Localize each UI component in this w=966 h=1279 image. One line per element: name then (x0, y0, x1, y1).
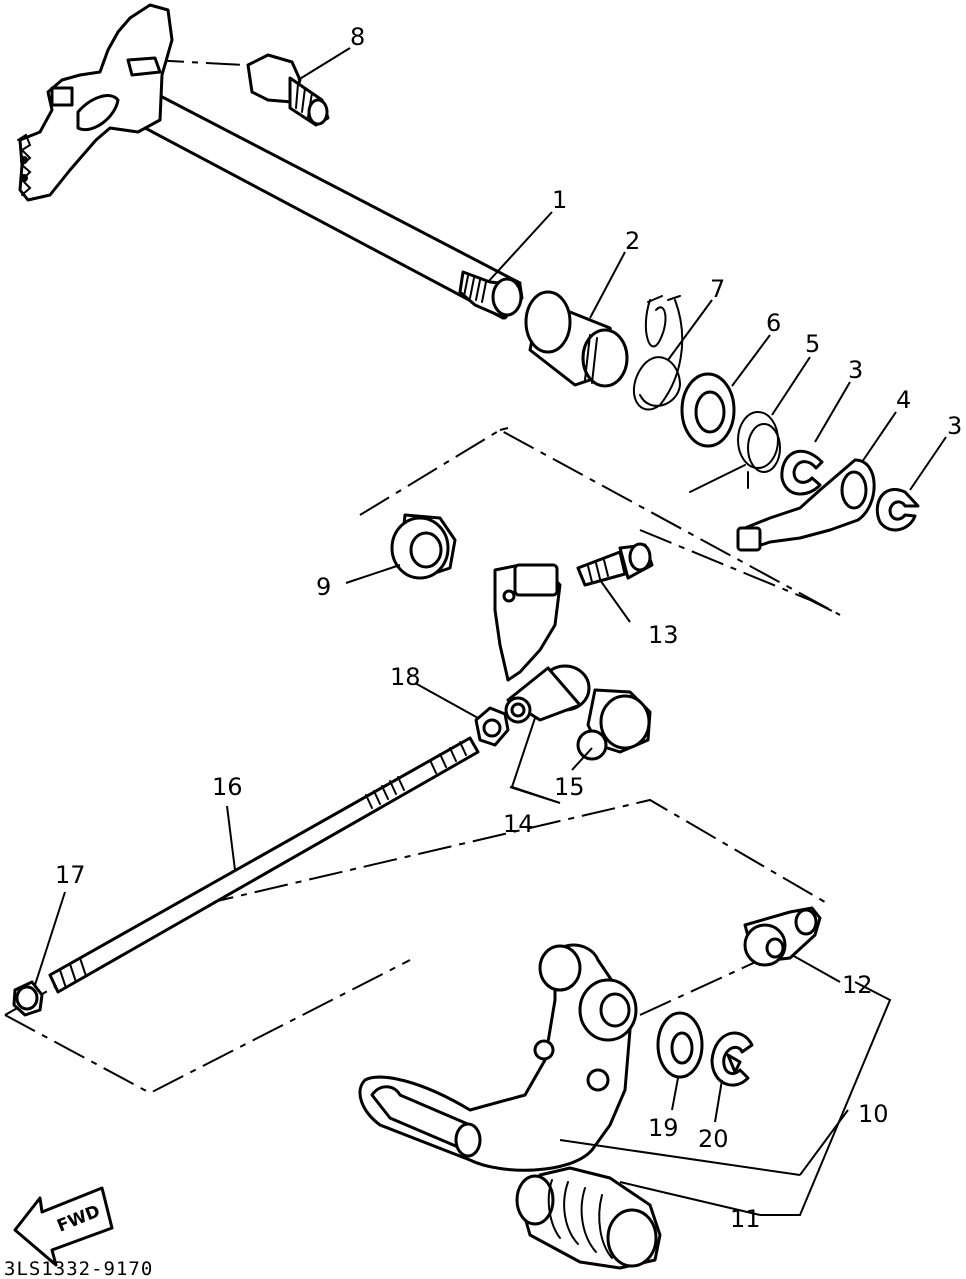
shift-rod (48, 736, 480, 994)
torsion-spring (632, 295, 684, 411)
shift-shaft (17, 3, 524, 320)
callout-3a: 3 (848, 356, 863, 384)
shift-pedal (358, 943, 638, 1172)
stopper-bolt (246, 53, 330, 127)
shift-arm (736, 458, 876, 552)
circlip-3a (780, 449, 824, 496)
washer-6 (680, 372, 736, 448)
washer-19 (656, 1011, 704, 1079)
callout-13: 13 (648, 621, 679, 649)
callout-12: 12 (842, 971, 873, 999)
forward-arrow-icon: FWD (13, 1186, 114, 1267)
callout-5: 5 (805, 330, 820, 358)
callout-17: 17 (55, 861, 86, 889)
callout-11: 11 (730, 1205, 761, 1233)
group-outline-pedal-link (639, 959, 761, 1016)
callout-15: 15 (554, 773, 585, 801)
callout-18: 18 (390, 663, 421, 691)
pivot-bolt (743, 906, 822, 967)
nut-17 (12, 980, 44, 1017)
callout-14: 14 (503, 810, 534, 838)
callout-16: 16 (212, 773, 243, 801)
circlip-20 (710, 1031, 754, 1087)
circlip-3b (875, 488, 920, 532)
callout-10: 10 (858, 1100, 889, 1128)
clamp-bolt (576, 542, 654, 587)
group-outline-arm-lower (639, 529, 811, 601)
callout-6: 6 (766, 309, 781, 337)
diagram-code: 3LS1332-9170 (4, 1258, 153, 1279)
callout-labels: 1 2 3 3 4 5 6 7 8 9 10 11 12 13 14 15 16… (55, 23, 962, 1233)
leader-lines (34, 47, 947, 1216)
return-spring (689, 411, 781, 493)
callout-7: 7 (710, 275, 725, 303)
group-outline-pedal (4, 959, 411, 1095)
ball-joint-cover (576, 688, 652, 761)
shift-link-arm (493, 563, 591, 724)
nut-18 (474, 706, 510, 747)
callout-19: 19 (648, 1114, 679, 1142)
callout-4: 4 (896, 386, 911, 414)
callout-20: 20 (698, 1125, 729, 1153)
callout-1: 1 (552, 186, 567, 214)
group-outline-pedal-top (4, 798, 831, 1016)
group-outline-shift-arm (359, 428, 841, 616)
callout-9: 9 (316, 573, 331, 601)
group-outline-shift-arm-bottom (499, 427, 509, 431)
bearing (390, 513, 457, 580)
callout-2: 2 (625, 227, 640, 255)
callout-8: 8 (350, 23, 365, 51)
collar (524, 290, 629, 388)
shaft-spline-end (458, 270, 524, 320)
callout-3b: 3 (947, 412, 962, 440)
pedal-rubber (515, 1166, 662, 1270)
